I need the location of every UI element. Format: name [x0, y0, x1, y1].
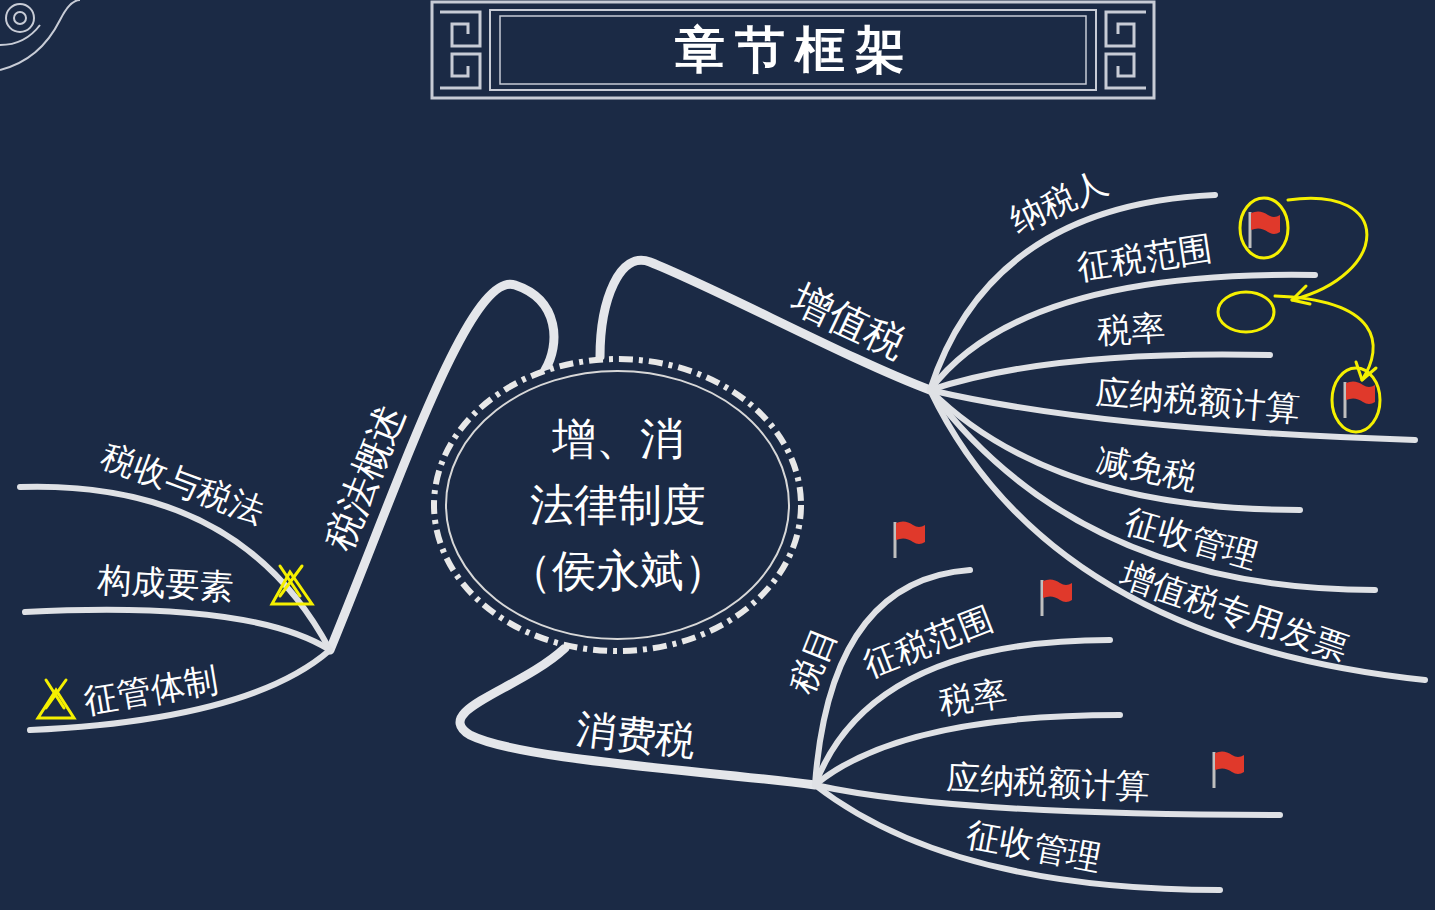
- annotation-circle: [1240, 198, 1288, 258]
- branch-label: 构成要素: [97, 559, 235, 607]
- flags: [895, 211, 1375, 788]
- annotation-circle: [1218, 292, 1274, 332]
- branch-label: 应纳税额计算: [945, 757, 1151, 807]
- ornament-circle: [14, 12, 26, 24]
- center-title: （侯永斌）: [508, 538, 728, 604]
- sub-branch: [930, 390, 1425, 680]
- title-banner: [432, 2, 1154, 98]
- banner-frame: [432, 2, 1154, 98]
- ornament-curve: [0, 25, 40, 45]
- center-oval: 增、消法律制度（侯永斌）: [430, 355, 805, 655]
- branch-label: 消费税: [573, 704, 698, 765]
- branch-label: 税收与税法: [96, 434, 270, 532]
- red-flag: [1214, 751, 1244, 788]
- sub-branch: [30, 650, 330, 730]
- annotation-triangle: [272, 572, 312, 604]
- corner-ornament: [0, 0, 80, 70]
- main-branch: [460, 648, 815, 785]
- oval-inner-border: [446, 371, 789, 639]
- red-flag: [1345, 381, 1375, 418]
- center-title: 法律制度: [530, 472, 706, 538]
- fret-pattern: [440, 12, 480, 88]
- red-flag: [1042, 579, 1072, 616]
- sub-branch: [25, 610, 330, 650]
- branch-label: 征管体制: [81, 659, 222, 721]
- branch-label: 征收管理: [964, 814, 1105, 879]
- annotation-circle: [1332, 368, 1380, 432]
- annotation-cross: [46, 680, 66, 708]
- annotation-arrow: [1288, 198, 1367, 300]
- branch-bands: [20, 195, 1425, 890]
- chapter-title: 章节框架: [500, 18, 1090, 82]
- yellow-annotations: [38, 198, 1380, 718]
- oval-border: [434, 359, 801, 651]
- red-flag: [1250, 211, 1280, 248]
- branch-label: 税率: [936, 672, 1009, 722]
- sub-branch: [20, 487, 330, 650]
- fret-pattern: [1106, 12, 1146, 88]
- red-flag: [895, 521, 925, 558]
- center-title: 增、消: [552, 406, 684, 472]
- arrow-head: [1292, 286, 1310, 304]
- banner-frame: [490, 10, 1096, 90]
- sub-branch: [815, 570, 970, 785]
- arrow-head: [1356, 362, 1376, 380]
- annotation-cross: [280, 566, 302, 596]
- ornament-curve: [0, 0, 80, 70]
- ornament-circle: [6, 4, 34, 32]
- branch-label: 税率: [1096, 307, 1166, 351]
